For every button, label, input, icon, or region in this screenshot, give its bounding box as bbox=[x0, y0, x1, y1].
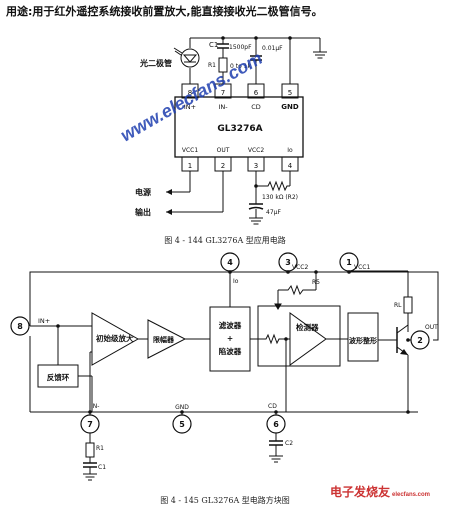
cap-value: 47μF bbox=[266, 209, 281, 216]
pin-5-label: GND bbox=[281, 103, 299, 111]
pin-3-label: VCC2 bbox=[248, 147, 264, 154]
pin-8-num: 8 bbox=[188, 89, 192, 97]
preamp-triangle bbox=[91, 312, 140, 366]
pin-6-num-b: 6 bbox=[273, 420, 279, 429]
usage-label: 用途 bbox=[6, 5, 28, 18]
limiter-label: 限幅器 bbox=[153, 335, 175, 344]
photodiode-label: 光二极管 bbox=[139, 58, 172, 68]
in-plus-label: IN+ bbox=[38, 317, 50, 325]
pin-1-label: VCC1 bbox=[182, 147, 198, 154]
r5-label: R5 bbox=[312, 279, 320, 286]
usage-line: 用途:用于红外遥控系统接收前置放大,能直接接收光二极管信号。 bbox=[6, 6, 323, 17]
pin-6-circle bbox=[266, 414, 286, 434]
r1-block-label: R1 bbox=[96, 445, 104, 452]
fig2-caption: 图 4 - 145 GL3276A 型电路方块图 bbox=[160, 495, 290, 505]
fig1-application-circuit bbox=[166, 37, 327, 225]
ic-body bbox=[174, 96, 304, 158]
r2-resistor bbox=[256, 180, 290, 192]
pin-2-circle bbox=[410, 330, 430, 350]
usage-text: :用于红外遥控系统接收前置放大,能直接接收光二极管信号。 bbox=[28, 5, 323, 18]
io-label: Io bbox=[233, 278, 239, 285]
shaper-label: 波形整形 bbox=[349, 336, 377, 345]
vcc2-label: VCC2 bbox=[292, 264, 308, 271]
pin-8-circle bbox=[10, 316, 30, 336]
pin-7-circle bbox=[80, 414, 100, 434]
pin-3-num-b: 3 bbox=[285, 258, 291, 267]
pin-4-label: Io bbox=[287, 147, 293, 154]
pin-2-num: 2 bbox=[221, 162, 225, 170]
pin-5-circle bbox=[172, 414, 192, 434]
output-label: 输出 bbox=[135, 207, 151, 217]
pin-6-num: 6 bbox=[254, 89, 259, 97]
watermark-brand: 电子发烧友 bbox=[330, 484, 390, 499]
pin-2-label: OUT bbox=[217, 147, 230, 154]
pin-8-label: IN+ bbox=[184, 103, 196, 111]
c1-label: C1 bbox=[209, 41, 218, 49]
shaper-box bbox=[347, 312, 379, 362]
feedback-label: 反馈环 bbox=[47, 372, 70, 382]
pin-7-num-b: 7 bbox=[87, 420, 93, 429]
pin-7-label: IN- bbox=[218, 103, 228, 111]
filter-label-a: 滤波器 bbox=[219, 320, 242, 330]
pin-4-num: 4 bbox=[288, 162, 293, 170]
detector-box bbox=[257, 305, 341, 367]
cd-label: CD bbox=[268, 403, 277, 410]
ic-name: GL3276A bbox=[217, 124, 262, 134]
detector-triangle bbox=[289, 312, 327, 366]
photodiode-symbol bbox=[180, 48, 200, 68]
pin-6-label: CD bbox=[251, 103, 261, 111]
pin-3-num: 3 bbox=[254, 162, 258, 170]
r1-block-resistor bbox=[85, 442, 95, 458]
pin-8-num-b: 8 bbox=[17, 322, 23, 331]
detector-label: 检测器 bbox=[296, 322, 319, 332]
fig1-caption: 图 4 - 144 GL3276A 型应用电路 bbox=[164, 235, 286, 245]
c1-block-label: C1 bbox=[98, 464, 106, 471]
r5-resistor bbox=[282, 284, 309, 296]
preamp-label: 初始级放大 bbox=[96, 333, 134, 343]
fig2-block-diagram bbox=[29, 253, 439, 481]
r1-label: R1 bbox=[208, 62, 216, 69]
power-label: 电源 bbox=[135, 187, 151, 197]
r1-value: 0 to 1k bbox=[230, 63, 251, 70]
gnd-label: GND bbox=[175, 404, 189, 411]
pin-7-num: 7 bbox=[221, 89, 225, 97]
c1-value: 1500pF bbox=[229, 44, 252, 51]
pin-1-num: 1 bbox=[188, 162, 192, 170]
filter-label-b: + bbox=[227, 334, 233, 343]
rl-resistor bbox=[403, 296, 413, 314]
detector-resistor bbox=[260, 333, 284, 345]
pin-5-num: 5 bbox=[288, 89, 292, 97]
rl-label: RL bbox=[394, 302, 402, 309]
filter-label-c: 陷波器 bbox=[219, 346, 242, 356]
pin-4-num-b: 4 bbox=[227, 258, 233, 267]
pin-1-num-b: 1 bbox=[346, 258, 352, 267]
watermark-brand-sub: elecfans.com bbox=[392, 492, 430, 498]
r2-value: 130 kΩ (R2) bbox=[262, 194, 298, 201]
c2-value: 0.01μF bbox=[262, 45, 283, 52]
out-label: OUT bbox=[425, 324, 438, 331]
in-minus-label: IN- bbox=[91, 403, 99, 410]
pin-2-num-b: 2 bbox=[417, 336, 423, 345]
vcc1-label: VCC1 bbox=[354, 264, 370, 271]
pin-5-num-b: 5 bbox=[179, 420, 185, 429]
c2-block-label: C2 bbox=[285, 440, 293, 447]
